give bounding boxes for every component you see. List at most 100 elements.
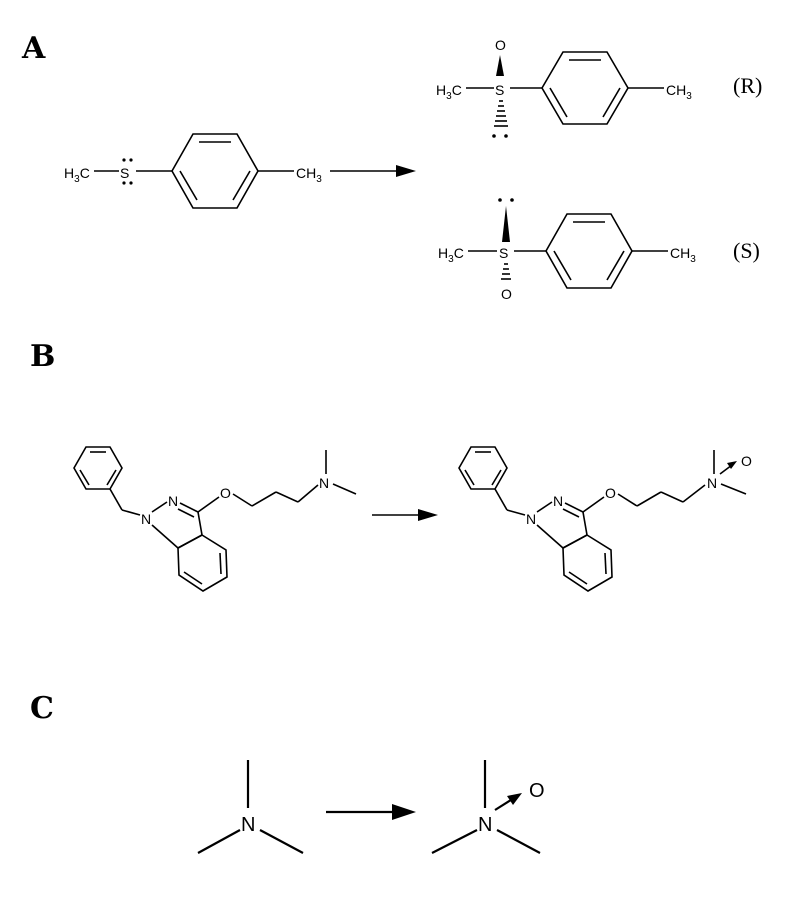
product-n2: N (553, 493, 563, 509)
lone-pair-dot (492, 134, 496, 138)
bond (720, 483, 747, 495)
bond (275, 491, 299, 503)
bond (582, 511, 588, 536)
config-r-label: (R) (733, 73, 762, 98)
benzene-ring (545, 213, 633, 289)
benzene-ring (177, 534, 228, 592)
lone-pair-dot (122, 181, 126, 185)
bond (151, 501, 168, 513)
reactant-sulfur: S (120, 165, 129, 181)
lone-pair-dot (129, 158, 133, 162)
bond (506, 509, 526, 516)
panel-b-reactant: N N O N (73, 446, 357, 592)
bond (251, 491, 277, 507)
reactant-amine-n: N (319, 475, 329, 491)
panel-a-product-r: O H3C S CH3 (R) (436, 37, 762, 138)
bond (553, 250, 572, 281)
lone-pair-dot (122, 158, 126, 162)
bond (219, 552, 222, 575)
bond (536, 501, 553, 513)
bond (491, 469, 502, 486)
lone-pair-dot (510, 198, 514, 202)
dative-arrowhead (507, 793, 522, 805)
bond (464, 469, 475, 486)
product-r-h3c: H3C (436, 82, 462, 102)
lone-pair-dot (504, 134, 508, 138)
bond (197, 496, 220, 513)
config-s-label: (S) (733, 238, 760, 263)
reactant-n2: N (168, 493, 178, 509)
product-r-oxygen: O (495, 37, 506, 53)
bond (151, 524, 179, 549)
panel-c-arrow (326, 804, 416, 820)
product-s-h3c: H3C (438, 245, 464, 265)
bond (562, 508, 580, 518)
bond (582, 496, 605, 513)
panel-label-a: A (21, 31, 46, 66)
bond (79, 469, 90, 486)
bond (179, 170, 198, 201)
panel-a-product-s: H3C S O CH3 (S) (438, 198, 760, 302)
panel-a-arrow (330, 165, 416, 177)
bond (536, 524, 564, 549)
bond (179, 502, 199, 513)
bond (568, 571, 588, 585)
product-r-sulfur: S (495, 82, 504, 98)
hash-bond (501, 263, 511, 280)
bond (259, 829, 304, 854)
bond (636, 491, 662, 507)
panel-label-b: B (30, 339, 55, 374)
wedge-bond (502, 206, 510, 242)
product-n1: N (526, 511, 536, 527)
bond (232, 493, 253, 507)
product-oxygen: O (605, 485, 616, 501)
wedge-bond (496, 55, 504, 76)
bond (682, 484, 706, 503)
bond (297, 484, 319, 503)
benzene-ring (541, 51, 629, 125)
benzene-ring (73, 446, 123, 490)
panel-c-reactant: N (197, 760, 304, 854)
bond (232, 170, 251, 201)
lone-pair-dot (129, 181, 133, 185)
bond (660, 491, 684, 503)
panel-b-product: N N O N O (458, 446, 752, 592)
reactant-nitrogen: N (241, 814, 255, 836)
panel-label-c: C (30, 691, 54, 726)
reactant-n1: N (141, 511, 151, 527)
product-nitrogen: N (478, 814, 492, 836)
product-amine-n: N (707, 475, 717, 491)
bond (617, 493, 638, 507)
bond (197, 829, 241, 854)
benzene-ring (458, 446, 508, 490)
bond (604, 552, 607, 575)
bond (177, 508, 195, 518)
bond (106, 469, 117, 486)
benzene-ring (562, 534, 613, 592)
product-r-ch3: CH3 (666, 82, 692, 102)
bond (109, 488, 123, 511)
hash-bond (494, 100, 508, 127)
product-oxygen: O (529, 780, 545, 802)
dative-arrowhead (727, 461, 737, 469)
bond (564, 502, 584, 513)
reactant-ch3: CH3 (296, 165, 322, 185)
product-s-ch3: CH3 (670, 245, 696, 265)
bond (549, 87, 568, 118)
panel-c-product: N O (431, 760, 545, 854)
bond (606, 250, 625, 281)
panel-b-arrow (372, 509, 438, 521)
bond (494, 488, 508, 511)
product-n-oxide-o: O (741, 453, 752, 469)
reactant-oxygen: O (220, 485, 231, 501)
panel-a-reactant: H3C S CH3 (64, 133, 322, 209)
bond (602, 87, 621, 118)
bond (431, 829, 478, 854)
bond (197, 511, 203, 536)
product-s-sulfur: S (499, 245, 508, 261)
bond (496, 829, 541, 854)
lone-pair-dot (498, 198, 502, 202)
bond (183, 571, 203, 585)
